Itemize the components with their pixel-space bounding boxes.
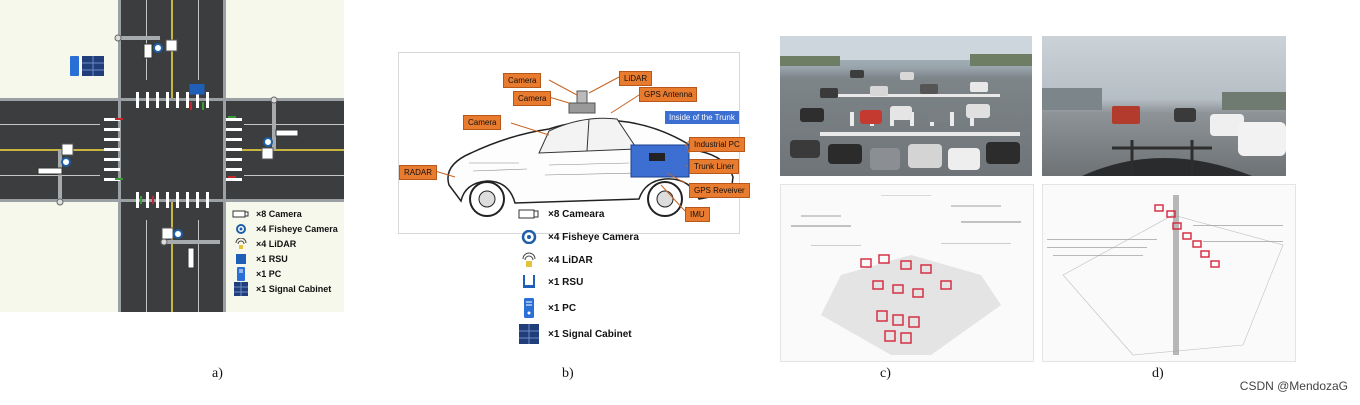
lidar-icon [235,237,247,249]
intersection-camera-photo [780,36,1032,176]
vehicle-camera-photo [1042,36,1286,176]
pc-icon [237,266,245,281]
vehicle-point-cloud-scene [1047,195,1284,356]
legend-label: ×4 Fisheye Camera [548,231,639,243]
watermark: CSDN @MendozaG [1239,379,1348,393]
legend-label: ×1 PC [256,268,282,279]
label-gps-receiver: GPS Reveiver [689,183,750,198]
signal-cabinet-icon [234,281,248,296]
caption-c: c) [880,366,891,381]
legend-label: ×1 RSU [256,253,288,264]
rsu-icon [236,253,246,264]
label-radar: RADAR [399,165,438,180]
vehicle-diagram: Camera Camera LiDAR GPS Antenna Camera I… [398,52,750,234]
fisheye-camera-icon [521,230,537,244]
caption-a: a) [212,366,223,381]
fisheye-camera-icon [236,223,246,234]
legend-label: ×4 LiDAR [548,254,593,266]
intersection-sensors [37,34,299,269]
camera-icon [232,210,249,217]
vehicle-point-cloud [1042,184,1296,362]
legend-label: ×1 Signal Cabinet [256,283,332,294]
legend-label: ×4 Fisheye Camera [256,223,338,234]
caption-d: d) [1152,366,1164,381]
vehicle-view-scene [1042,88,1286,176]
label-lidar: LiDAR [619,71,653,86]
crosswalks [104,92,242,208]
rsu-icon [523,275,535,288]
legend-label: ×4 LiDAR [256,238,297,249]
legend-label: ×8 Cameara [548,208,605,220]
legend-label: ×8 Camera [256,208,302,219]
car-sketch [434,76,734,217]
label-trunk-liner: Trunk Liner [689,159,740,174]
signal-cabinet-icon [519,324,539,344]
label-camera-front: Camera [463,115,502,130]
legend-label: ×1 PC [548,302,577,314]
caption-b: b) [562,366,574,381]
traffic-scene [780,36,1032,170]
legend-label: ×1 Signal Cabinet [548,328,632,340]
label-camera-mid: Camera [513,91,552,106]
pc-icon [524,298,534,318]
legend-label: ×1 RSU [548,276,584,288]
intersection-point-cloud [780,184,1034,362]
label-inside-trunk: Inside of the Trunk [665,111,739,124]
point-cloud-scene [791,195,1021,355]
camera-icon [518,209,539,219]
panel-a-legend: ×8 Camera ×4 Fisheye Camera ×4 LiDAR ×1 … [232,206,338,296]
label-industrial-pc: Industrial PC [689,137,745,152]
label-gps-antenna: GPS Antenna [639,87,698,102]
lidar-icon [522,252,536,267]
intersection-diagram: ×8 Camera ×4 Fisheye Camera ×4 LiDAR ×1 … [0,0,344,312]
label-camera-top: Camera [503,73,542,88]
label-imu: IMU [685,207,710,222]
